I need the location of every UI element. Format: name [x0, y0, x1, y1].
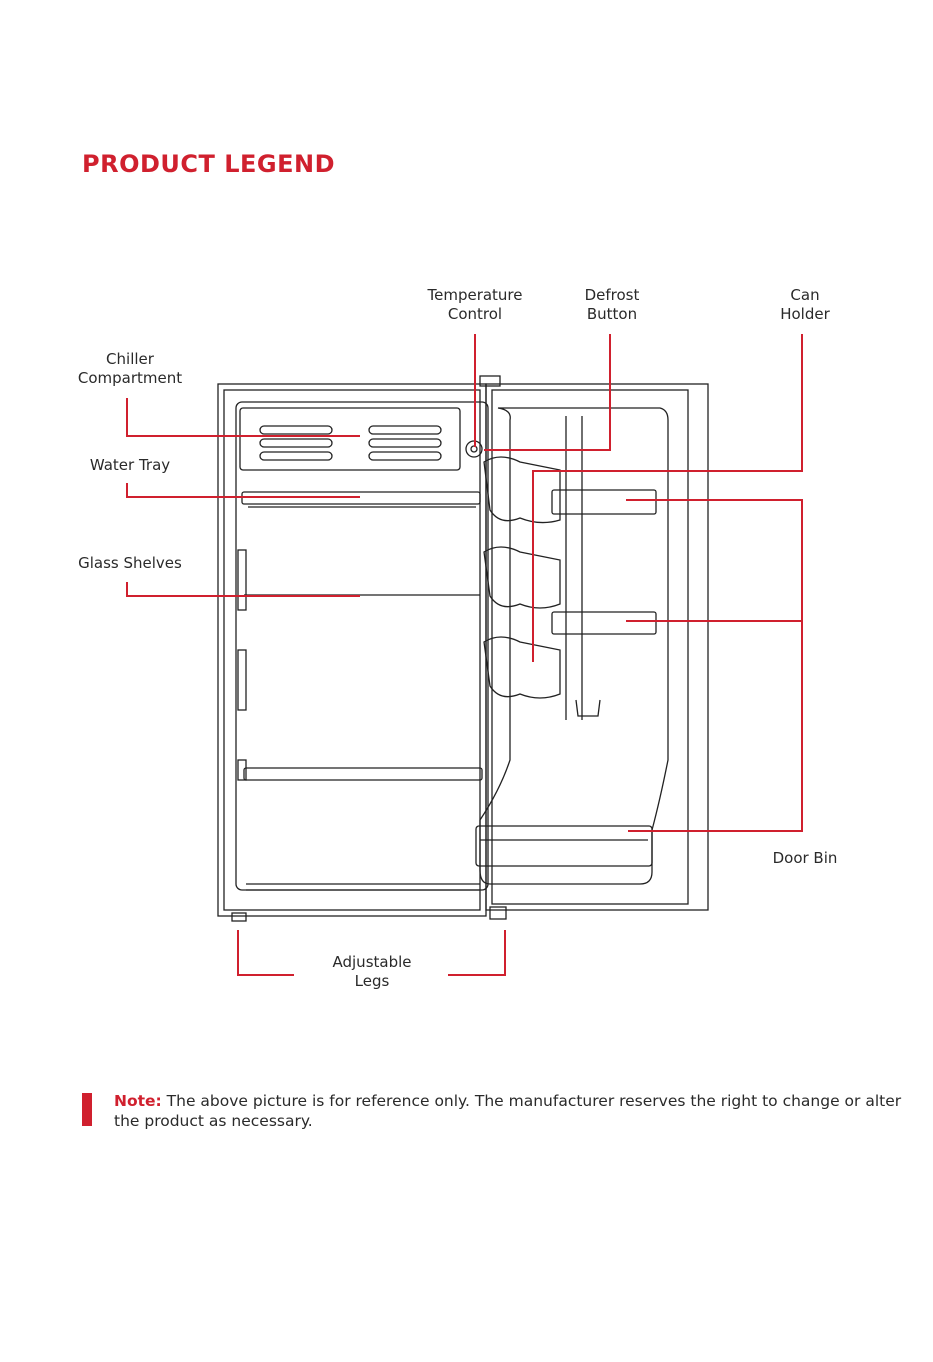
note-label: Note:: [114, 1092, 162, 1110]
leader-legs-left: [238, 930, 294, 975]
label-water-tray: Water Tray: [60, 456, 200, 475]
door-frame: [492, 390, 688, 904]
leg-right: [490, 907, 506, 919]
leader-chiller: [127, 398, 360, 436]
can-holder-1: [484, 457, 560, 523]
leg-left: [232, 913, 246, 921]
can-holder-2: [484, 547, 560, 608]
leader-legs-right: [448, 930, 505, 975]
door-shelf-2: [552, 612, 656, 634]
leader-glass-shelves: [127, 582, 360, 596]
label-adjustable-legs: Adjustable Legs: [312, 953, 432, 991]
label-chiller-compartment: Chiller Compartment: [60, 350, 200, 388]
label-defrost-button: Defrost Button: [557, 286, 667, 324]
leader-door-bin-1: [626, 500, 802, 831]
door-shelf-1: [552, 490, 656, 514]
cabinet-liner: [236, 402, 488, 890]
note-text: Note: The above picture is for reference…: [114, 1091, 904, 1131]
glass-shelf-bottom: [244, 768, 482, 780]
leader-lines: [127, 334, 802, 975]
door-bin: [476, 826, 652, 866]
label-temperature-control: Temperature Control: [415, 286, 535, 324]
leader-defrost: [484, 334, 610, 450]
label-glass-shelves: Glass Shelves: [55, 554, 205, 573]
leader-water-tray: [127, 483, 360, 497]
cabinet-inner-frame: [224, 390, 480, 910]
cabinet-body: [218, 384, 486, 916]
door-liner: [480, 408, 668, 884]
can-holder-3: [484, 637, 560, 698]
refrigerator-drawing: [218, 376, 708, 921]
note-accent-bar: [82, 1093, 92, 1126]
label-door-bin: Door Bin: [745, 849, 865, 868]
label-can-holder: Can Holder: [750, 286, 860, 324]
note-body: The above picture is for reference only.…: [114, 1092, 901, 1130]
